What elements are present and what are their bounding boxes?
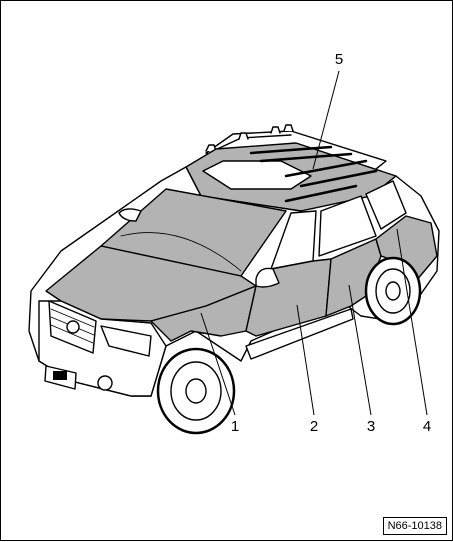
- callout-4: 4: [423, 418, 431, 435]
- figure-id-label: N66-10138: [382, 517, 447, 535]
- callout-5: 5: [335, 51, 343, 68]
- callout-2: 2: [310, 418, 318, 435]
- front-wheel: [156, 347, 236, 435]
- rear-wheel: [364, 256, 422, 326]
- callout-3: 3: [367, 418, 375, 435]
- callout-1: 1: [231, 418, 239, 435]
- headlight: [100, 325, 152, 357]
- leader-lines: [200, 70, 428, 416]
- quarter-window: [365, 180, 407, 230]
- badge: [66, 320, 80, 334]
- rear-quarter-panel: [375, 215, 438, 282]
- side-mirror: [255, 267, 280, 288]
- sunroof: [202, 160, 312, 190]
- front-fender: [150, 285, 257, 342]
- fog-light: [97, 375, 113, 391]
- rear-side-window: [318, 195, 377, 257]
